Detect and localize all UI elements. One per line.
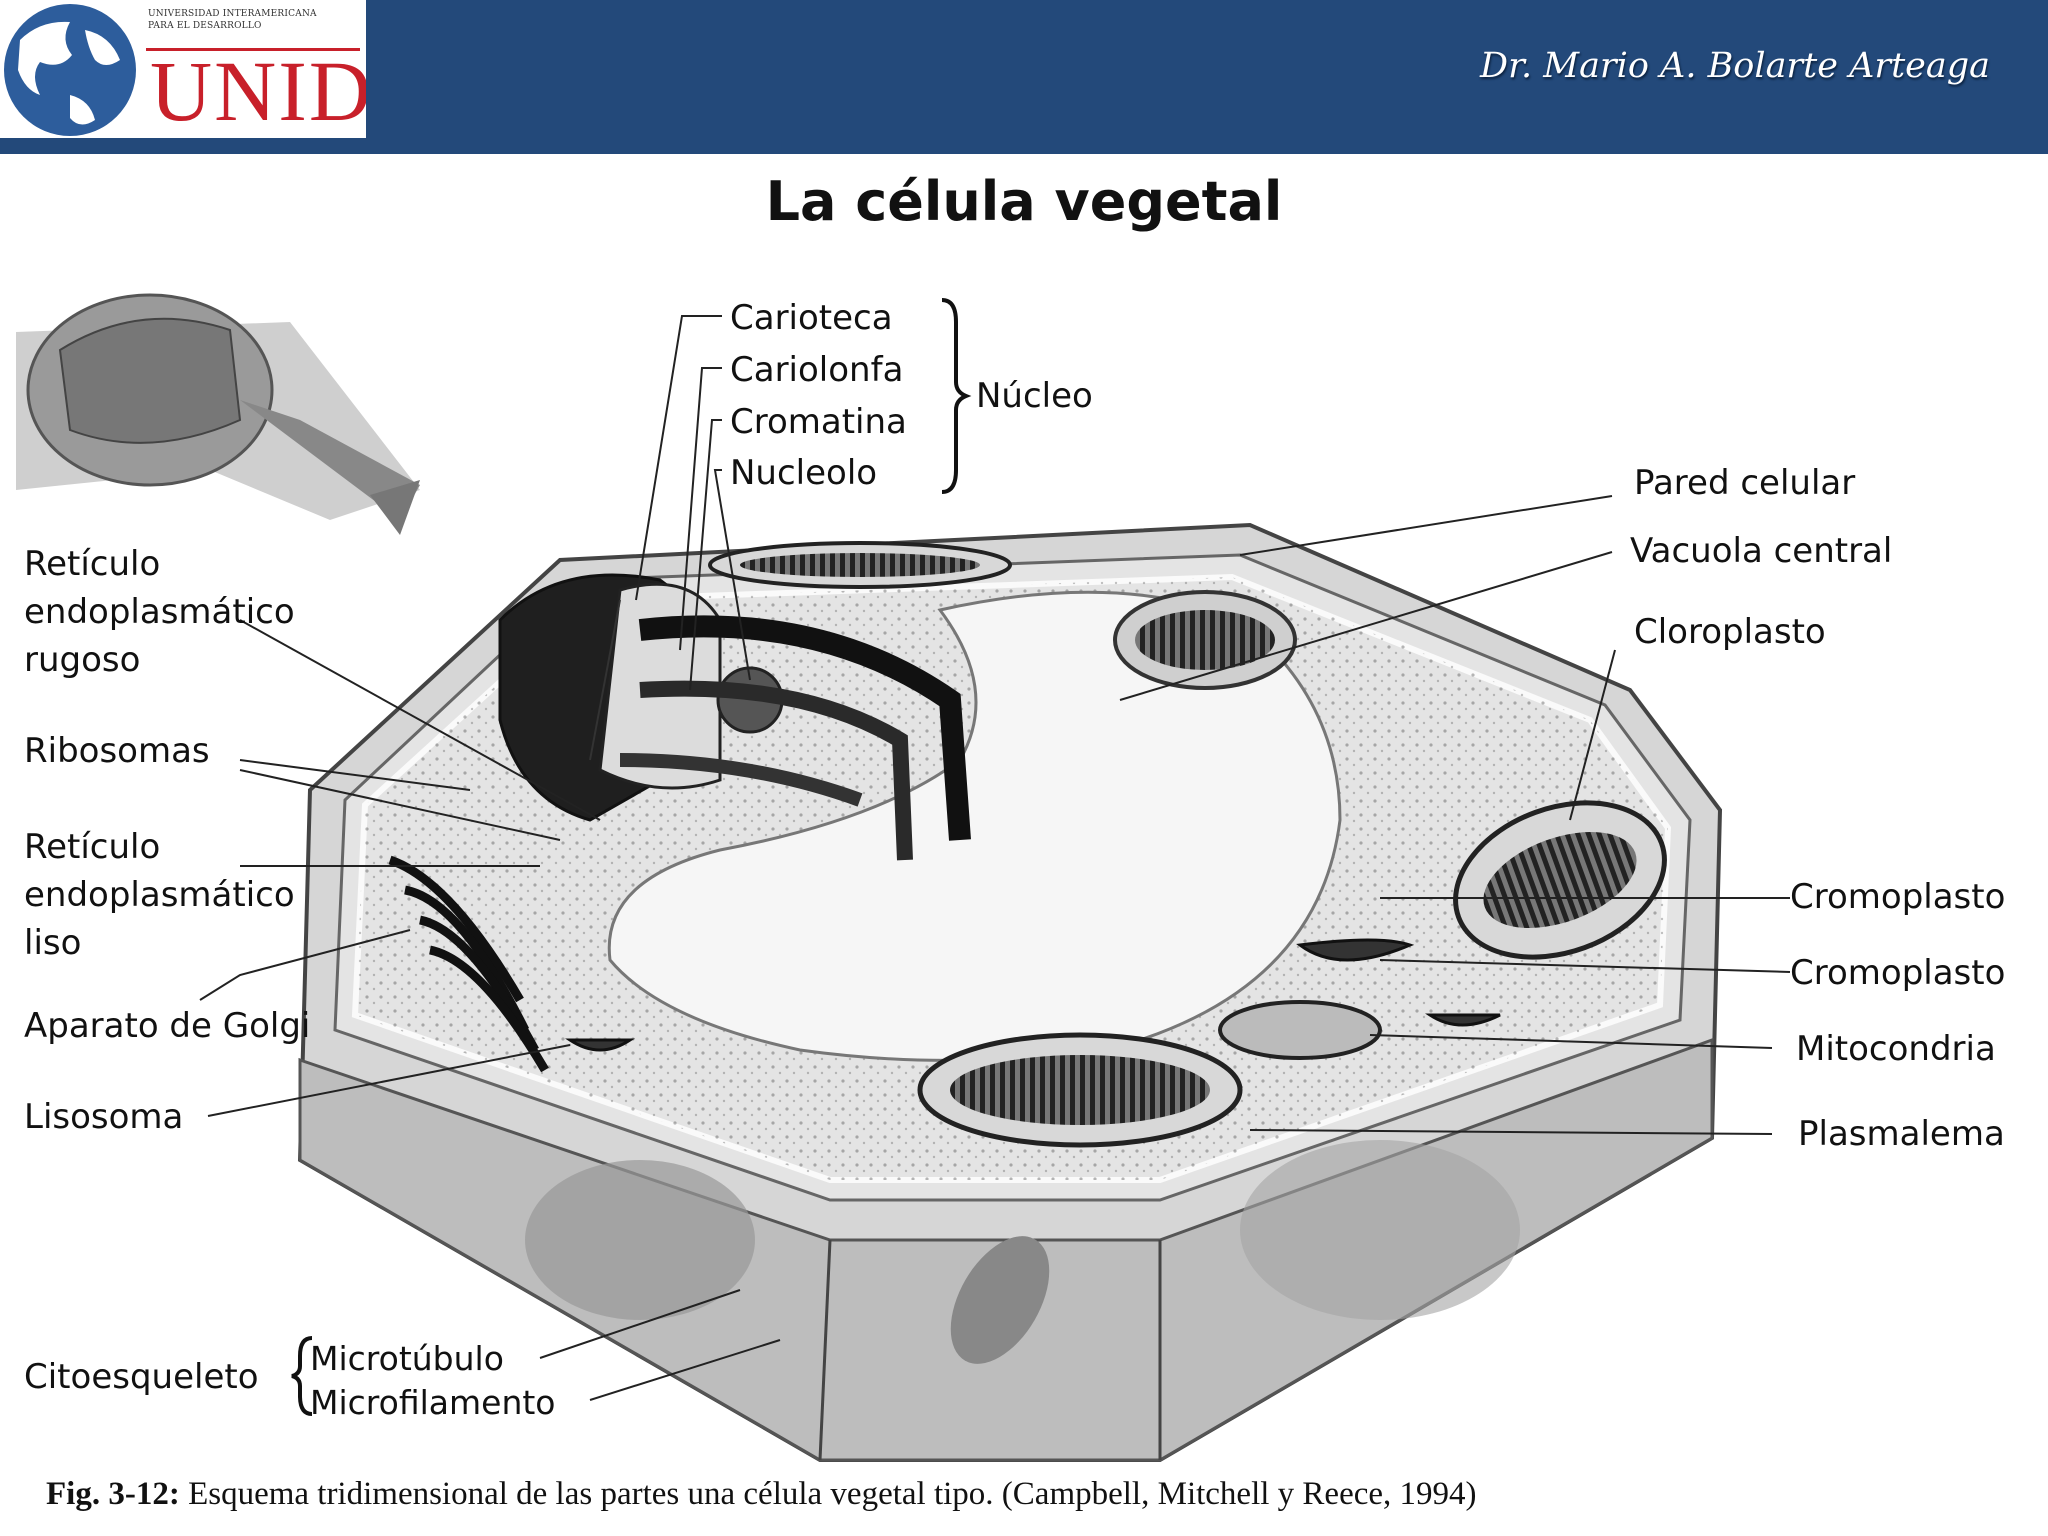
label-cloroplasto: Cloroplasto: [1634, 612, 1826, 652]
label-lisosoma: Lisosoma: [24, 1097, 183, 1137]
label-nucleolo: Nucleolo: [730, 453, 877, 493]
logo-rule: [146, 48, 360, 51]
label-plasmalema: Plasmalema: [1798, 1114, 2005, 1154]
label-pared-celular: Pared celular: [1634, 463, 1855, 503]
label-aparato-golgi: Aparato de Golgi: [24, 1006, 310, 1046]
figure-caption: Fig. 3-12: Esquema tridimensional de las…: [46, 1476, 1477, 1513]
label-vacuola-central: Vacuola central: [1630, 531, 1892, 571]
author-name: Dr. Mario A. Bolarte Arteaga: [1480, 46, 1990, 86]
label-cromoplasto-1: Cromoplasto: [1790, 877, 2005, 917]
caption-text: Esquema tridimensional de las partes una…: [179, 1476, 1477, 1512]
label-ribosomas: Ribosomas: [24, 731, 210, 771]
caption-ref: Fig. 3-12:: [46, 1476, 180, 1512]
chromoplast-shape: [1296, 938, 1415, 962]
label-microtubulo: Microtúbulo: [310, 1339, 504, 1378]
cell-inset-icon: [16, 293, 420, 535]
label-reticulo-liso-2: endoplasmático: [24, 875, 295, 915]
label-reticulo-liso-3: liso: [24, 923, 81, 963]
logo-wordmark: UNID: [150, 43, 366, 138]
globe-icon: [4, 4, 136, 136]
label-cromatina: Cromatina: [730, 402, 907, 442]
label-cariolonfa: Cariolonfa: [730, 350, 903, 390]
leader-lines: [199, 315, 1791, 1401]
chloroplast-bottom: [917, 1032, 1243, 1148]
label-mitocondria: Mitocondria: [1796, 1029, 1996, 1069]
chloroplast-top: [1113, 590, 1297, 690]
page-title: La célula vegetal: [765, 170, 1283, 233]
chloroplast-upper-left: [708, 541, 1012, 589]
label-reticulo-rugoso-3: rugoso: [24, 640, 140, 680]
logo-university-name: UNIVERSIDAD INTERAMERICANA PARA EL DESAR…: [148, 9, 317, 31]
chloroplast-right: [1453, 800, 1667, 960]
nucleo-bracket: [941, 298, 972, 494]
label-microfilamento: Microfilamento: [310, 1383, 556, 1422]
label-reticulo-rugoso-1: Retículo: [24, 544, 160, 584]
rough-er: [619, 615, 971, 861]
citoesqueleto-bracket: [291, 1336, 313, 1416]
label-citoesqueleto: Citoesqueleto: [24, 1357, 259, 1397]
label-carioteca: Carioteca: [730, 298, 893, 338]
label-reticulo-liso-1: Retículo: [24, 827, 160, 867]
unid-logo: UNIVERSIDAD INTERAMERICANA PARA EL DESAR…: [0, 0, 366, 138]
mitochondrion-shape: [1218, 1000, 1382, 1060]
label-nucleo: Núcleo: [976, 376, 1093, 416]
label-reticulo-rugoso-2: endoplasmático: [24, 592, 295, 632]
header-bar: UNIVERSIDAD INTERAMERICANA PARA EL DESAR…: [0, 0, 2048, 154]
label-cromoplasto-2: Cromoplasto: [1790, 953, 2005, 993]
chromoplast-small-shape: [1425, 1013, 1501, 1027]
lysosome-shape: [565, 1038, 635, 1052]
